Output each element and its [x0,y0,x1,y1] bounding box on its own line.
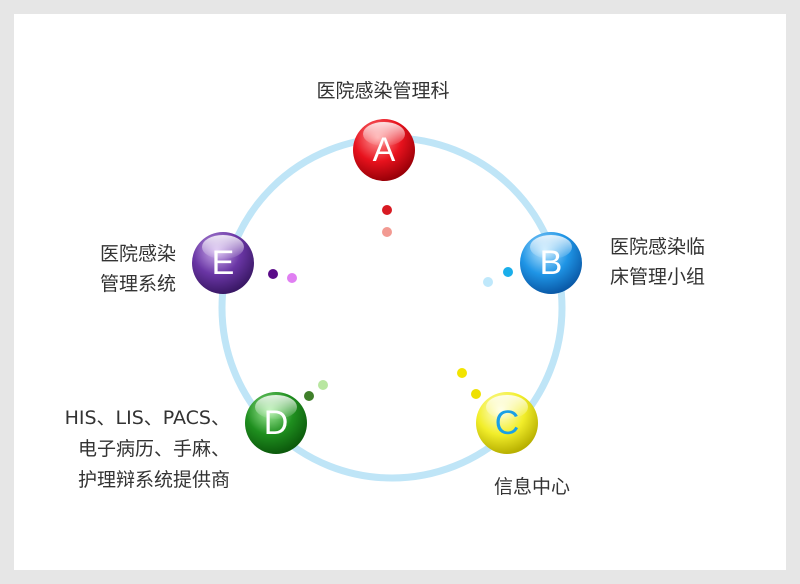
label-b: 医院感染临 床管理小组 [610,232,705,292]
label-b-line-2: 床管理小组 [610,266,706,288]
dot-d-2 [304,391,314,401]
dot-c-1 [457,368,467,378]
label-d-line-3: 护理辩系统提供商 [77,469,230,491]
label-e-line-1: 医院感染 [99,243,176,265]
dot-d-1 [318,380,328,390]
label-e-line-2: 管理系统 [99,273,176,295]
dot-c-2 [471,389,481,399]
label-a-line-1: 医院感染管理科 [316,80,450,102]
node-d: D [245,392,307,454]
label-d: HIS、LIS、PACS、 电子病历、手麻、 护理辩系统提供商 [20,403,230,496]
node-d-letter: D [264,404,289,442]
dot-b-1 [503,267,513,277]
node-c: C [476,392,538,454]
node-e: E [192,232,254,294]
node-a: A [353,119,415,181]
dot-e-1 [268,269,278,279]
label-d-line-2: 电子病历、手麻、 [77,438,230,460]
label-b-line-1: 医院感染临 [610,236,706,258]
node-b-letter: B [540,244,563,282]
label-d-line-1: HIS、LIS、PACS、 [64,407,230,429]
label-a: 医院感染管理科 [290,76,476,106]
node-a-letter: A [373,131,396,169]
label-e: 医院感染 管理系统 [60,239,176,299]
node-e-letter: E [212,244,235,282]
dot-a-2 [382,227,392,237]
dot-a-1 [382,205,392,215]
node-b: B [520,232,582,294]
node-c-letter: C [495,404,520,442]
label-c: 信息中心 [470,472,594,502]
dot-e-2 [287,273,297,283]
dot-b-2 [483,277,493,287]
label-c-line-1: 信息中心 [493,476,570,498]
